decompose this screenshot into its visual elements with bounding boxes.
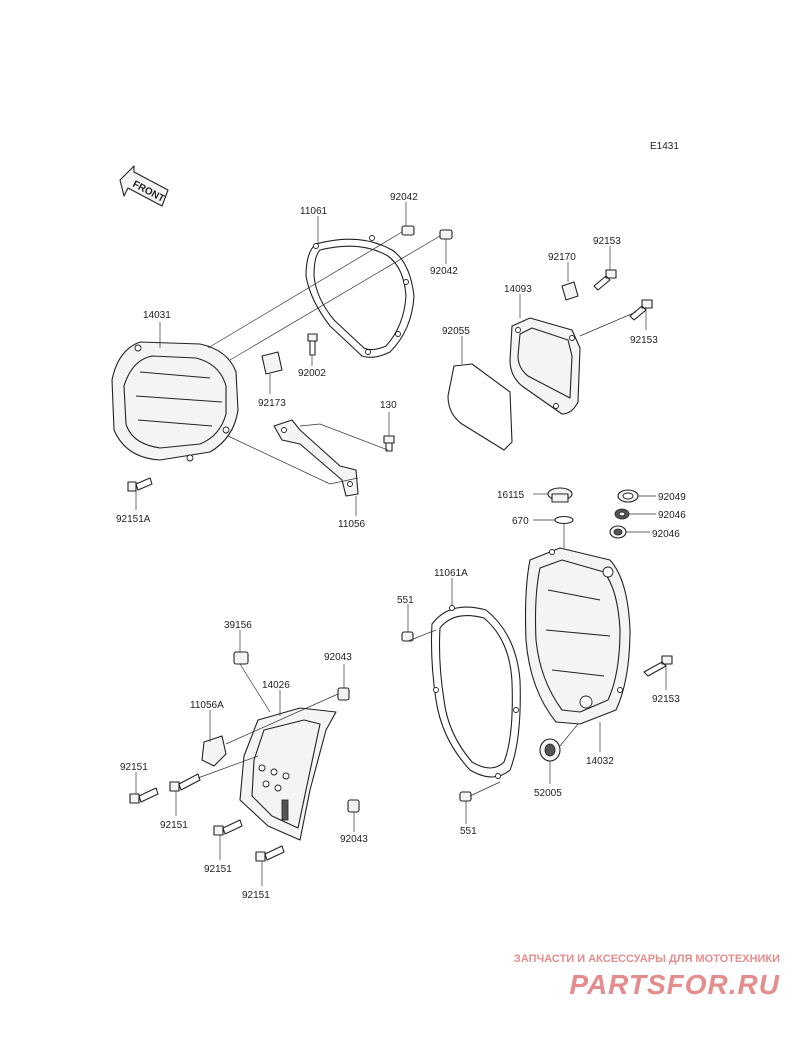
part-92151-bolt-d[interactable]: [255, 845, 285, 862]
label-11056A[interactable]: 11056A: [190, 700, 224, 711]
leader-lines-upper-right: [461, 246, 647, 364]
part-39156-damper[interactable]: [233, 651, 249, 665]
label-11061[interactable]: 11061: [300, 206, 328, 217]
label-92151-d[interactable]: 92151: [242, 890, 270, 901]
label-92046-b[interactable]: 92046: [652, 529, 680, 540]
part-92042-dowel-a[interactable]: [401, 225, 415, 236]
part-labels: 11061 92042 92042 14031 92002 92173 130 …: [116, 192, 686, 901]
label-92042-a[interactable]: 92042: [390, 192, 418, 203]
part-14026-guard[interactable]: [239, 707, 337, 841]
label-130[interactable]: 130: [380, 400, 397, 411]
label-14026[interactable]: 14026: [262, 680, 290, 691]
label-551-b[interactable]: 551: [460, 826, 477, 837]
leader-lines-upper-left: [135, 202, 447, 516]
label-92042-b[interactable]: 92042: [430, 266, 458, 277]
part-14032-cover[interactable]: [524, 547, 631, 725]
label-92153-b[interactable]: 92153: [630, 335, 658, 346]
part-14093-cover[interactable]: [509, 317, 581, 415]
label-92049[interactable]: 92049: [658, 492, 686, 503]
label-14093[interactable]: 14093: [504, 284, 532, 295]
label-92173[interactable]: 92173: [258, 398, 286, 409]
part-52005-seal[interactable]: [539, 738, 561, 762]
part-92173-clamp[interactable]: [261, 351, 283, 375]
part-92151A-bolt[interactable]: [127, 477, 153, 492]
label-39156[interactable]: 39156: [224, 620, 252, 631]
label-14032[interactable]: 14032: [586, 756, 614, 767]
label-14031[interactable]: 14031: [143, 310, 171, 321]
label-92153-c[interactable]: 92153: [652, 694, 680, 705]
label-11061A[interactable]: 11061A: [434, 568, 468, 579]
part-92151-bolt-c[interactable]: [213, 819, 243, 836]
watermark-logo: PARTSFOR.RU: [569, 969, 780, 1000]
part-11056-bracket[interactable]: [273, 419, 359, 497]
part-92153-bolt-c[interactable]: [643, 655, 673, 677]
label-52005[interactable]: 52005: [534, 788, 562, 799]
label-92046-a[interactable]: 92046: [658, 510, 686, 521]
part-92151-bolt-a[interactable]: [129, 787, 159, 804]
part-92043-spacer-b[interactable]: [347, 799, 360, 813]
part-92046-bearing-b[interactable]: [609, 525, 627, 539]
part-92055-gasket[interactable]: [447, 363, 513, 451]
label-92055[interactable]: 92055: [442, 326, 470, 337]
part-14031-cover[interactable]: [111, 341, 239, 462]
part-92153-bolt-a[interactable]: [593, 269, 617, 291]
part-92153-bolt-b[interactable]: [629, 299, 653, 321]
label-92153-a[interactable]: 92153: [593, 236, 621, 247]
leader-lines-middle-right: [407, 493, 667, 824]
part-92046-bearing-a[interactable]: [614, 508, 630, 520]
leader-lines-lower-left: [135, 630, 355, 886]
part-551-dowel-a[interactable]: [401, 631, 414, 642]
label-92002[interactable]: 92002: [298, 368, 326, 379]
label-92151A[interactable]: 92151A: [116, 514, 151, 525]
part-16115-cap[interactable]: [547, 487, 573, 503]
part-92042-dowel-b[interactable]: [439, 229, 453, 240]
label-670[interactable]: 670: [512, 516, 529, 527]
diagram-code: E1431: [650, 141, 679, 152]
part-551-dowel-b[interactable]: [459, 791, 472, 802]
label-16115[interactable]: 16115: [497, 490, 525, 501]
part-92049-seal[interactable]: [617, 489, 639, 503]
front-arrow-icon: FRONT: [119, 165, 169, 207]
label-92043-b[interactable]: 92043: [340, 834, 368, 845]
label-92151-c[interactable]: 92151: [204, 864, 232, 875]
part-11056A-bracket[interactable]: [201, 735, 227, 767]
part-92170-clamp[interactable]: [561, 281, 579, 301]
part-670-oring[interactable]: [554, 515, 574, 525]
watermark: ЗАПЧАСТИ И АКСЕССУАРЫ ДЛЯ МОТОТЕХНИКИ PA…: [514, 953, 780, 1000]
label-92151-a[interactable]: 92151: [120, 762, 148, 773]
part-92043-spacer-a[interactable]: [337, 687, 350, 701]
label-92170[interactable]: 92170: [548, 252, 576, 263]
part-11061-gasket[interactable]: [305, 235, 415, 358]
label-92151-b[interactable]: 92151: [160, 820, 188, 831]
label-11056[interactable]: 11056: [338, 519, 366, 530]
label-92043-a[interactable]: 92043: [324, 652, 352, 663]
part-92002-bolt[interactable]: [307, 333, 318, 356]
label-551-a[interactable]: 551: [397, 595, 414, 606]
part-11061A-gasket[interactable]: [430, 605, 521, 779]
watermark-tagline: ЗАПЧАСТИ И АКСЕССУАРЫ ДЛЯ МОТОТЕХНИКИ: [514, 953, 780, 965]
part-92151-bolt-b[interactable]: [169, 773, 201, 792]
